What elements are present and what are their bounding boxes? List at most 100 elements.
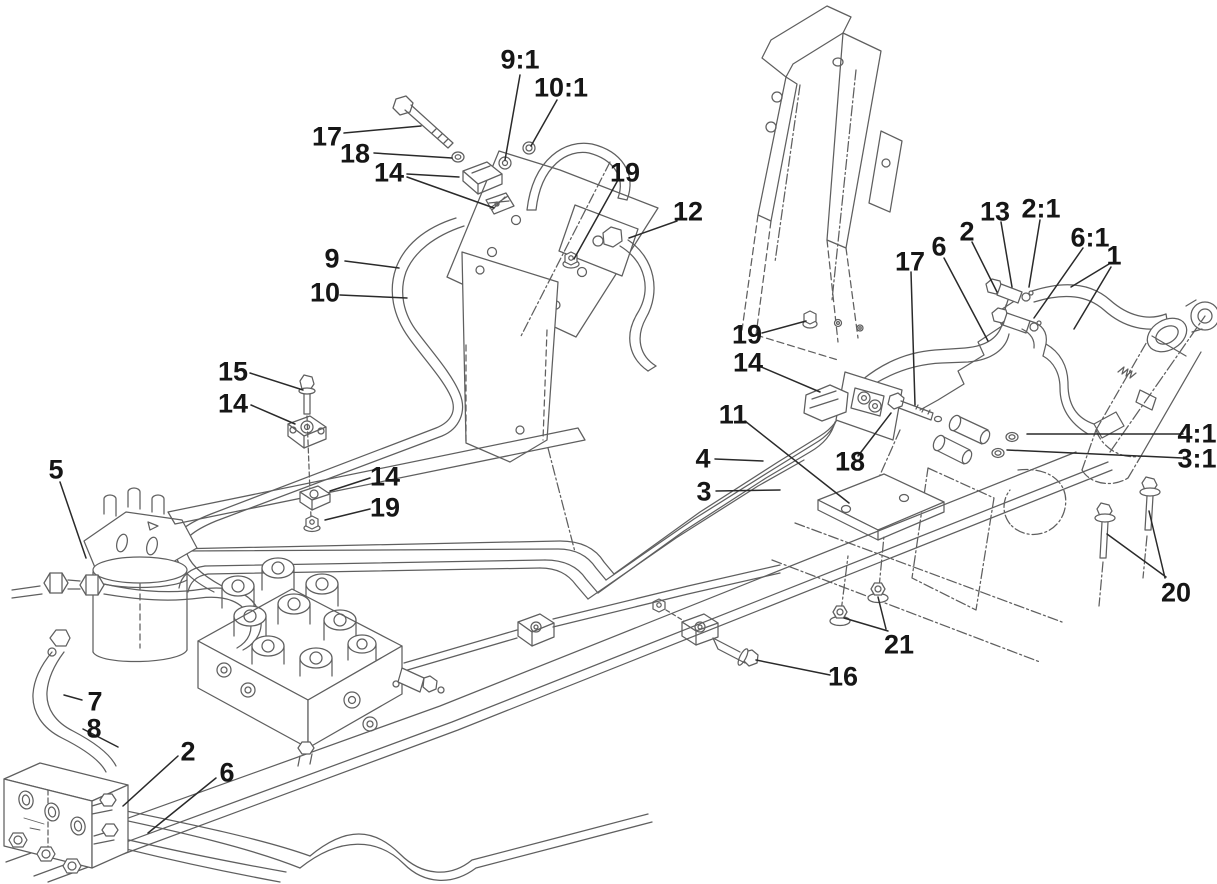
hoses-1: [1031, 284, 1169, 439]
console-bracket: [446, 142, 659, 553]
callout-20-29: 20: [1160, 577, 1192, 608]
leader-line-14: [250, 404, 296, 425]
callout-19-5: 19: [609, 157, 641, 188]
callout-19-16: 19: [731, 319, 763, 350]
leader-line-2: [971, 241, 998, 293]
callout-7-32: 7: [87, 686, 103, 717]
callout-18-21: 18: [834, 446, 866, 477]
flange-nut-9-1: [498, 156, 512, 170]
leader-line-14: [329, 477, 371, 492]
leader-line-12: [628, 220, 678, 239]
leader-line-9: [344, 260, 400, 269]
callout-15-24: 15: [217, 356, 249, 387]
leader-line-1: [1073, 266, 1112, 330]
control-tower-bracket: [741, 5, 903, 361]
leader-line-15: [249, 372, 304, 391]
leader-line-6: [147, 777, 217, 834]
callout-5-26: 5: [48, 454, 64, 485]
callout-19-28: 19: [369, 492, 401, 523]
leader-line-3: [715, 489, 781, 492]
tube-9-10: [172, 217, 465, 552]
bolt-16: [712, 637, 759, 667]
callout-21-30: 21: [883, 629, 915, 660]
bolt-20-left: [1094, 502, 1116, 559]
callout-2-34: 2: [180, 736, 196, 767]
leader-line-16: [755, 659, 831, 676]
bolt-17-top: [392, 95, 454, 149]
clamp-14-top: [462, 161, 503, 195]
callout-11-18: 11: [718, 399, 748, 430]
callout-14-25: 14: [217, 388, 249, 419]
leader-line-14: [406, 176, 495, 209]
callout-9-7: 9: [324, 243, 340, 274]
callout-6-1-13: 6:1: [1070, 222, 1110, 253]
leader-line-14: [406, 173, 460, 178]
leader-line-3-1: [1006, 449, 1184, 459]
leader-line-18: [857, 412, 892, 457]
callout-12-6: 12: [672, 196, 704, 227]
leader-line-6: [943, 257, 989, 342]
callout-8-33: 8: [86, 713, 102, 744]
tube-12: [602, 226, 657, 372]
clamp-14-mid-assembly: [287, 374, 331, 533]
callout-4-19: 4: [695, 443, 711, 474]
callout-13-9: 13: [979, 196, 1011, 227]
valve-block: [197, 557, 445, 767]
leader-line-10: [339, 294, 408, 299]
callout-14-17: 14: [732, 347, 764, 378]
clamp-mid: [403, 564, 781, 672]
tube-long-diagonal: [5, 451, 1113, 883]
leader-line-6-1: [1033, 247, 1084, 319]
callout-17-15: 17: [894, 246, 926, 277]
leader-line-19: [324, 508, 371, 521]
leader-line-10-1: [530, 99, 558, 147]
tube-7-8-left: [32, 651, 117, 773]
callout-10-8: 10: [309, 277, 341, 308]
mount-block-14: [485, 192, 515, 215]
manifold-block: [3, 762, 129, 874]
flange-nut-19-top: [562, 251, 580, 269]
washer-18-top: [451, 151, 465, 163]
leader-line-5: [59, 481, 87, 559]
leader-line-11: [744, 420, 850, 504]
leader-line-9-1: [504, 74, 521, 161]
callout-9-1-0: 9:1: [500, 44, 540, 75]
callout-2-11: 2: [959, 216, 975, 247]
leader-line-14: [758, 365, 821, 393]
oil-filter-5: [11, 487, 262, 663]
callout-1-14: 1: [1106, 240, 1122, 271]
clamp-bracket-right: [802, 310, 943, 441]
valve-cartridges: [221, 557, 377, 677]
callout-14-4: 14: [373, 157, 405, 188]
leader-line-7: [63, 694, 83, 701]
leader-line-21: [843, 617, 889, 632]
callout-3-20: 3: [696, 476, 712, 507]
callout-2-1-10: 2:1: [1021, 193, 1061, 224]
leader-lines: [59, 74, 1184, 834]
leader-line-4: [714, 458, 764, 462]
standoffs-orings: [932, 414, 1019, 465]
leader-line-20: [1148, 510, 1166, 579]
leader-line-8: [82, 728, 119, 748]
callout-18-3: 18: [339, 138, 371, 169]
tube-run-horizontal: [172, 540, 615, 600]
leader-line-2: [122, 755, 179, 807]
leader-line-2-1: [1028, 219, 1041, 288]
callout-14-27: 14: [369, 461, 401, 492]
callout-16-31: 16: [827, 661, 859, 692]
leader-line-19: [761, 320, 807, 334]
leader-line-17: [343, 125, 422, 134]
callout-3-1-23: 3:1: [1177, 443, 1217, 474]
leader-line-13: [1000, 221, 1013, 288]
frame-rail: [167, 427, 586, 525]
callout-17-2: 17: [311, 121, 343, 152]
leader-line-21: [877, 596, 887, 630]
leader-line-20: [1106, 533, 1167, 578]
leader-line-1: [1070, 263, 1110, 288]
tube-s-curves: [111, 807, 653, 883]
leader-line-18: [373, 152, 453, 159]
bolt-20-right: [1139, 476, 1161, 531]
